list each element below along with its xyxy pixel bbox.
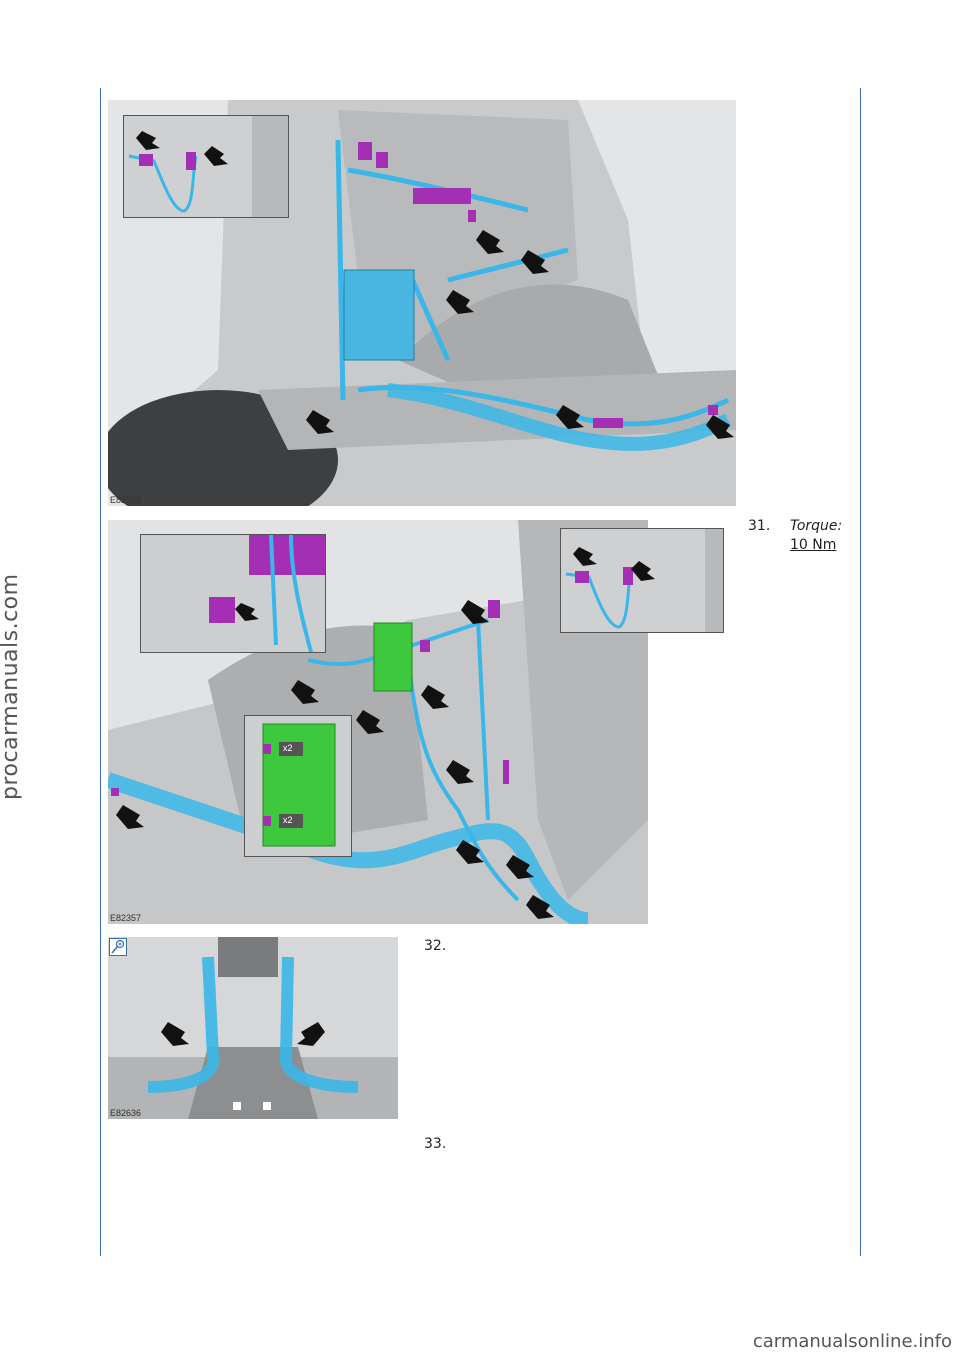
step-32: 32. — [424, 938, 446, 954]
figure-2-inset-module: x2 x2 — [244, 715, 352, 857]
callout-x2-lower: x2 — [283, 815, 293, 825]
side-watermark: procarmanuals.com — [0, 573, 23, 800]
step-31-number: 31. — [748, 518, 771, 534]
figure-2-code: E82357 — [110, 913, 142, 923]
zoom-in-icon[interactable] — [109, 938, 127, 956]
figure-3: E82636 — [108, 937, 398, 1119]
figure-1: E82355 — [108, 100, 736, 506]
right-margin-rule — [860, 88, 861, 1256]
step-31: 31. Torque: 10 Nm — [748, 518, 858, 558]
step-33-number: 33. — [424, 1136, 447, 1152]
figure-3-illustration — [108, 937, 398, 1119]
left-margin-rule — [100, 88, 101, 1256]
step-32-number: 32. — [424, 938, 447, 954]
figure-2-inset-left — [140, 534, 326, 653]
figure-2-inset-right — [560, 528, 724, 633]
figure-1-inset — [123, 115, 289, 218]
figure-1-illustration — [108, 100, 736, 506]
footer-watermark: carmanualsonline.info — [752, 1331, 952, 1352]
figure-2: x2 x2 E82357 — [108, 520, 648, 924]
step-31-torque-value: 10 Nm — [790, 537, 837, 553]
figure-1-code: E82355 — [110, 495, 142, 505]
step-31-torque-label: Torque: — [790, 518, 843, 534]
figure-3-code: E82636 — [110, 1108, 142, 1118]
callout-x2-upper: x2 — [283, 743, 293, 753]
step-33: 33. — [424, 1136, 446, 1152]
